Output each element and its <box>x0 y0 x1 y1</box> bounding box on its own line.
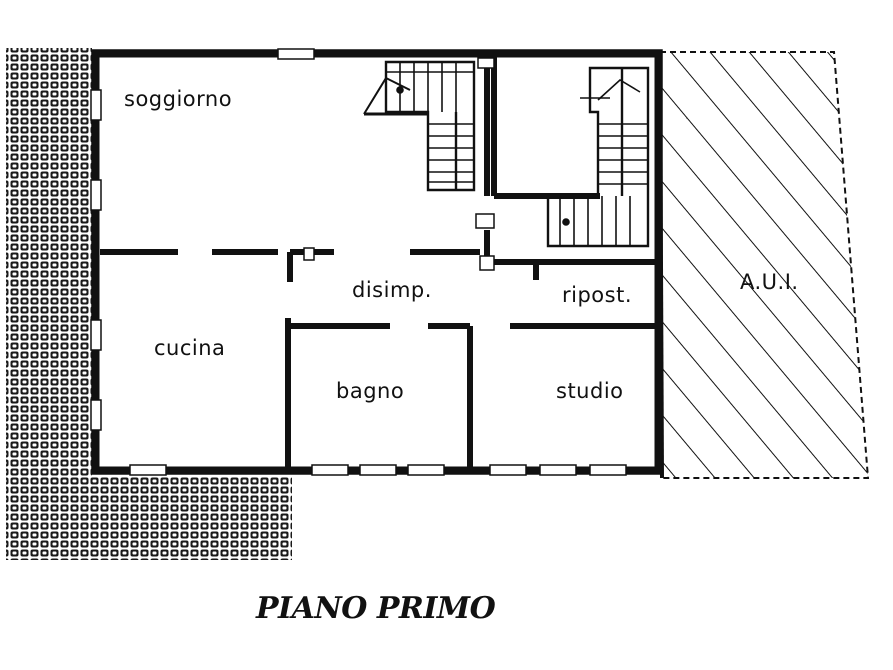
interior-walls <box>100 56 658 468</box>
wall-details <box>303 57 495 271</box>
staircase-soggiorno <box>363 60 476 192</box>
windows <box>90 48 627 476</box>
room-label-studio: studio <box>556 379 624 403</box>
plan-title: PIANO PRIMO <box>255 591 496 626</box>
room-label-ripostiglio: ripost. <box>562 283 632 307</box>
aui-area <box>658 51 870 479</box>
staircase-core <box>546 66 650 248</box>
room-label-bagno: bagno <box>336 379 404 403</box>
room-label-cucina: cucina <box>154 336 225 360</box>
stone-masonry <box>6 48 292 560</box>
room-label-aui: A.U.I. <box>740 270 799 294</box>
room-label-disimpegno: disimp. <box>352 278 432 302</box>
room-label-soggiorno: soggiorno <box>124 87 232 111</box>
